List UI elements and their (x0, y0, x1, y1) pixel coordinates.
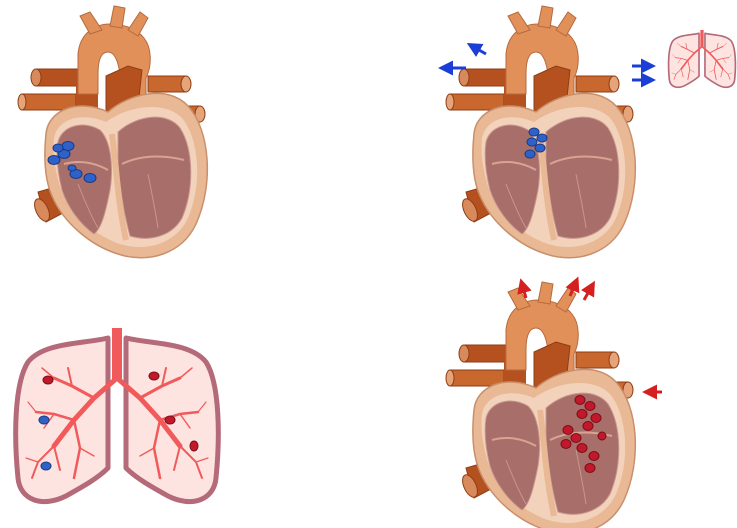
heart-panel-top-left (18, 6, 207, 258)
lungs-inset-icon (669, 30, 736, 87)
heart-illustration (18, 6, 207, 258)
heart-panel-bottom-right (446, 282, 662, 528)
heart-illustration (446, 6, 635, 258)
lungs-illustration (16, 328, 219, 502)
heart-illustration (446, 282, 635, 528)
heart-panel-top-right (444, 6, 650, 258)
lungs-panel-bottom-left (16, 328, 219, 502)
